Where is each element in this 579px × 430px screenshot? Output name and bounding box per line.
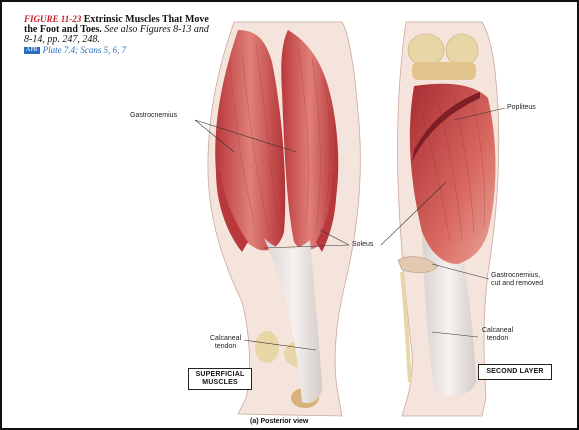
label-popliteus: Popliteus xyxy=(507,104,536,112)
left-leg xyxy=(208,22,360,416)
superficial-line1: SUPERFICIAL xyxy=(189,371,251,379)
label-gastrocnemius-cut-line1: Gastrocnemius, xyxy=(491,272,543,280)
label-gastrocnemius: Gastrocnemius xyxy=(130,112,177,120)
label-calcaneal-tendon-left: Calcaneal tendon xyxy=(210,335,241,351)
label-calcaneal-left-line2: tendon xyxy=(210,343,241,351)
superficial-line2: MUSCLES xyxy=(189,379,251,387)
superficial-muscles-box: SUPERFICIAL MUSCLES xyxy=(188,368,252,390)
label-calcaneal-right-line2: tendon xyxy=(482,335,513,343)
label-calcaneal-left-line1: Calcaneal xyxy=(210,335,241,343)
second-layer-box: SECOND LAYER xyxy=(478,364,552,380)
view-label: (a) Posterior view xyxy=(250,418,308,425)
right-leg xyxy=(397,22,498,416)
label-gastrocnemius-cut: Gastrocnemius, cut and removed xyxy=(491,272,543,288)
label-soleus: Soleus xyxy=(352,241,373,249)
label-gastrocnemius-cut-line2: cut and removed xyxy=(491,280,543,288)
label-calcaneal-tendon-right: Calcaneal tendon xyxy=(482,327,513,343)
label-calcaneal-right-line1: Calcaneal xyxy=(482,327,513,335)
